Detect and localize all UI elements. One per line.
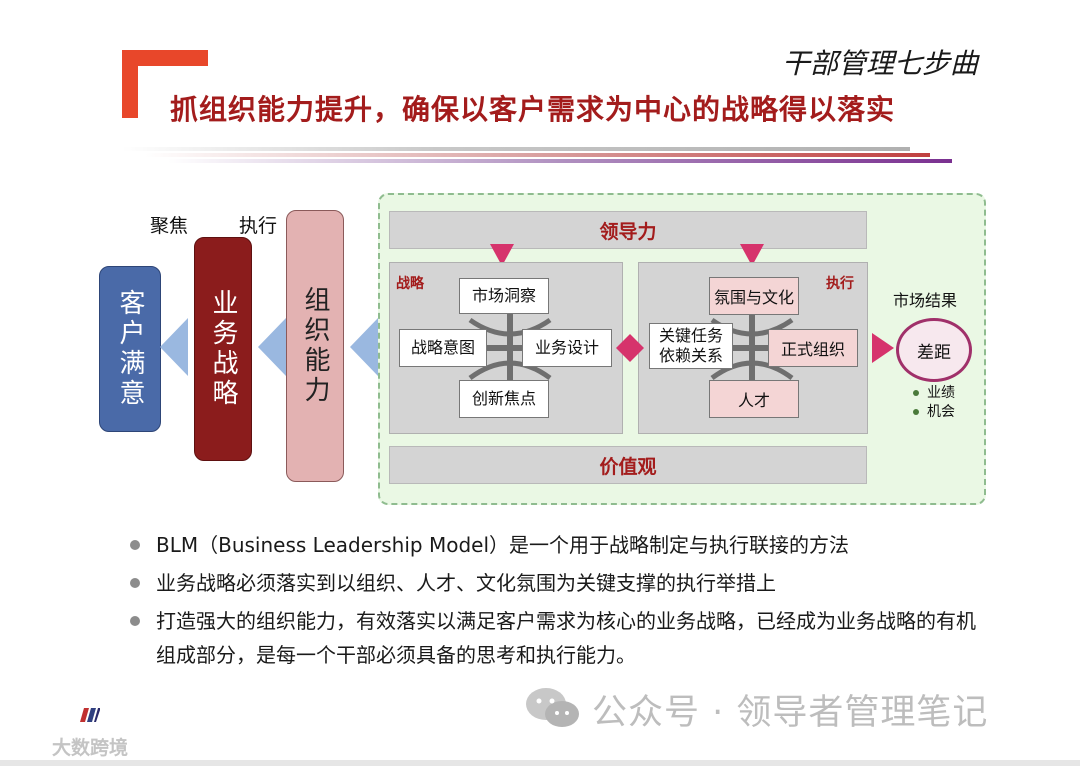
list-item: 业绩 [913,384,955,403]
header-rule [168,159,952,163]
customer-satisfaction-box: 客户满意 [99,266,161,432]
execution-label: 执行 [826,276,854,292]
header-rule [122,147,910,151]
strategy-label: 战略 [396,276,424,292]
bullet-item: 打造强大的组织能力，有效落实以满足客户需求为核心的业务战略，已经成为业务战略的有… [130,604,990,672]
down-triangle-icon [740,244,764,266]
critical-tasks-box: 关键任务依赖关系 [649,323,733,369]
right-triangle-icon [872,333,894,363]
flow-arrows [160,318,378,376]
corner-bracket-decoration [122,50,208,118]
bullet-item: 业务战略必须落实到以组织、人才、文化氛围为关键支撑的执行举措上 [130,566,990,600]
business-strategy-box: 业务战略 [194,237,252,461]
brand-logo-icon [80,708,100,722]
market-items-list: 业绩 机会 [913,384,955,422]
values-bar: 价值观 [389,446,867,484]
header-rule [145,153,930,157]
org-capability-box: 组织能力 [286,210,344,482]
formal-org-box: 正式组织 [768,329,858,367]
leadership-bar: 领导力 [389,211,867,249]
slide-title: 抓组织能力提升，确保以客户需求为中心的战略得以落实 [170,93,896,126]
watermark-text: 公众号 · 领导者管理笔记 [592,693,989,733]
gap-label: 差距 [917,342,951,363]
list-item: 机会 [913,403,955,422]
focus-label: 聚焦 [150,215,189,237]
gap-ellipse: 差距 [896,318,972,382]
strategic-intent-box: 战略意图 [399,329,487,367]
diamond-connector-icon [616,334,644,362]
arrow-left-icon [258,318,286,376]
watermark-logo-text: 大数跨境 [52,737,129,759]
bottom-border [0,760,1080,766]
bullet-item: BLM（Business Leadership Model）是一个用于战略制定与… [130,528,990,562]
arrow-left-icon [160,318,188,376]
arrow-left-icon [350,318,378,376]
market-results-label: 市场结果 [893,291,958,310]
talent-box: 人才 [709,380,799,418]
slide-subtitle: 干部管理七步曲 [781,47,978,80]
climate-culture-box: 氛围与文化 [709,277,799,315]
innovation-focus-box: 创新焦点 [459,380,549,418]
down-triangle-icon [490,244,514,266]
bullet-list: BLM（Business Leadership Model）是一个用于战略制定与… [130,528,990,676]
execute-label: 执行 [239,215,278,237]
wechat-icon [526,688,579,727]
market-insight-box: 市场洞察 [459,278,549,314]
business-design-box: 业务设计 [522,329,612,367]
